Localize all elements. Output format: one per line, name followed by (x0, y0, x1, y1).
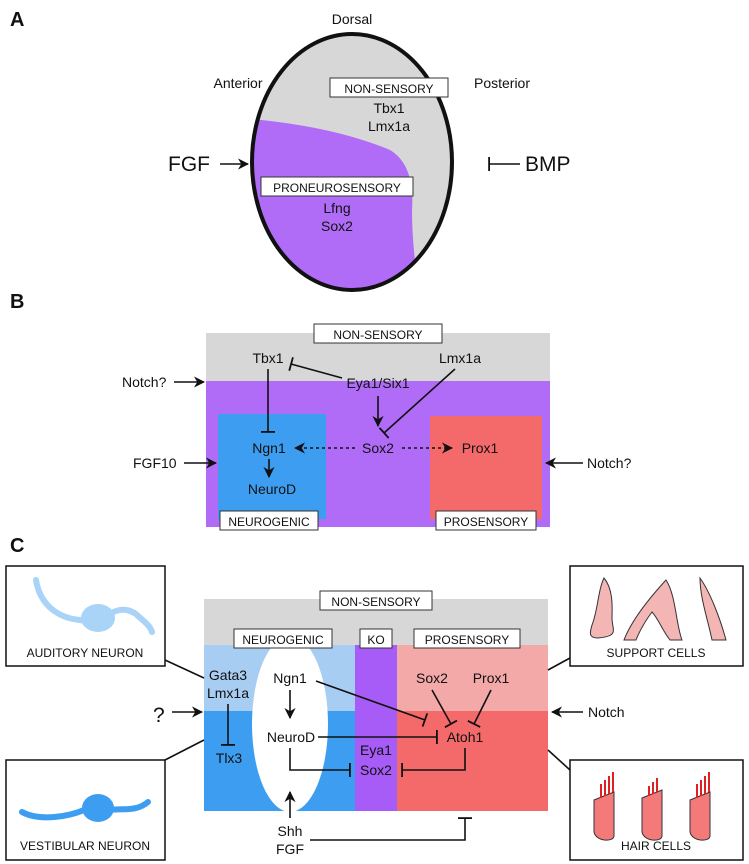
auditory-neuron-box: AUDITORY NEURON (5, 565, 166, 667)
ko-region (355, 645, 397, 811)
neurod-label-c: NeuroD (267, 729, 315, 745)
sox2-label-pro: Sox2 (416, 670, 448, 686)
neurod-inhibits-sox2 (289, 748, 351, 777)
ngn1-label-b: Ngn1 (252, 440, 286, 456)
otocyst-outline (250, 32, 454, 292)
support-cells-box: SUPPORT CELLS (569, 565, 744, 667)
notch-left-label: Notch? (122, 374, 167, 390)
fgf-label-c: FGF (276, 841, 304, 857)
support-cells-label: SUPPORT CELLS (607, 646, 706, 660)
nonsensory-box-c (319, 590, 433, 611)
posterior-label: Posterior (474, 75, 530, 91)
hair-cell-3 (689, 791, 711, 841)
vestibular-neuron-soma (82, 794, 114, 822)
nonsensory-box-a (329, 77, 449, 98)
atoh1-inhibits-sox2 (401, 748, 466, 777)
panel-c-letter: C (10, 535, 24, 557)
hair-cell-2 (641, 789, 663, 841)
tbx1-label-a: Tbx1 (373, 100, 404, 116)
prosensory-dark-region (397, 711, 548, 811)
auditory-neuron-label: AUDITORY NEURON (27, 646, 144, 660)
nonsensory-label-a: NON-SENSORY (344, 82, 433, 96)
lmx1a-inhibits-sox2 (378, 368, 456, 439)
hair-cells-label: HAIR CELLS (621, 839, 691, 853)
prosensory-label-c: PROSENSORY (425, 633, 509, 647)
question-label: ? (153, 704, 165, 727)
prosensory-light-region (397, 645, 548, 711)
panel-b-letter: B (10, 291, 24, 313)
prosensory-region-b (430, 416, 542, 519)
auditory-neuron-soma (81, 604, 115, 632)
prosensory-label-b: PROSENSORY (444, 515, 528, 529)
neurogenic-ellipse (252, 636, 328, 812)
eya1-inhibits-tbx1 (288, 357, 343, 379)
nonsensory-label-b: NON-SENSORY (333, 328, 422, 342)
connector-hair (547, 749, 571, 771)
panel-a-letter: A (10, 9, 24, 31)
sox2-label-ko: Sox2 (360, 762, 392, 778)
prox1-label-c: Prox1 (473, 670, 510, 686)
proneurosensory-region (252, 118, 420, 290)
ngn1-label-c: Ngn1 (273, 670, 307, 686)
lfng-label: Lfng (323, 200, 350, 216)
nonsensory-label-c: NON-SENSORY (331, 595, 420, 609)
panel-c: C NON-SENSORY NEUROGENIC KO PROSENSORY G… (5, 535, 744, 861)
neurod-label-b: NeuroD (248, 481, 296, 497)
atoh1-label: Atoh1 (447, 729, 484, 745)
neurogenic-box-b (219, 510, 319, 531)
fgf-label-a: FGF (168, 153, 210, 176)
eya1-six1-label: Eya1/Six1 (346, 375, 409, 391)
proneurosensory-box (260, 176, 414, 197)
ko-box (359, 628, 393, 649)
panel-b: B NON-SENSORY Tbx1 Eya1/Six1 Lmx1a Ngn1 … (10, 291, 632, 531)
ngn1-inhibits-atoh1 (315, 680, 429, 727)
ko-label: KO (367, 633, 384, 647)
vestibular-neuron-box: VESTIBULAR NEURON (5, 759, 166, 861)
connector-support (547, 657, 571, 671)
lmx1a-label-a: Lmx1a (368, 118, 410, 134)
hair-cell-1 (593, 791, 615, 841)
notch-right-label: Notch? (587, 455, 632, 471)
prosensory-box-c (413, 628, 521, 649)
neurogenic-region-b (218, 414, 326, 519)
tlx3-label: Tlx3 (216, 750, 243, 766)
sox2-label-a: Sox2 (321, 218, 353, 234)
connector-auditory (164, 659, 205, 679)
neurogenic-label-b: NEUROGENIC (228, 515, 310, 529)
shh-fgf-inhibits-prosensory (310, 817, 472, 841)
sox2-label-b: Sox2 (362, 440, 394, 456)
support-cell-2 (623, 579, 683, 641)
vestibular-neuron-label: VESTIBULAR NEURON (20, 839, 150, 853)
lmx1a-label-b: Lmx1a (439, 350, 481, 366)
otocyst-regions (252, 34, 452, 290)
tbx1-label-b: Tbx1 (252, 350, 283, 366)
prox1-label-b: Prox1 (462, 440, 499, 456)
prox1-inhibits-atoh1 (467, 689, 492, 728)
support-cell-3 (699, 576, 727, 641)
eya1-label-c: Eya1 (360, 742, 392, 758)
gata3-label: Gata3 (209, 667, 247, 683)
nonsensory-box-b (313, 323, 443, 344)
neurogenic-box-c (233, 628, 333, 649)
proneurosensory-label: PRONEUROSENSORY (273, 181, 401, 195)
sox2-inhibits-atoh1 (431, 689, 458, 729)
anterior-label: Anterior (213, 75, 262, 91)
dorsal-label: Dorsal (332, 11, 372, 27)
lmx1a-label-c: Lmx1a (207, 685, 249, 701)
fgf10-label: FGF10 (133, 455, 177, 471)
connector-vestibular (164, 739, 205, 761)
hair-cells-box: HAIR CELLS (569, 759, 744, 861)
panel-a: A Dorsal Anterior Posterior NON-SENSORY … (10, 9, 571, 292)
support-cell-1 (589, 577, 614, 639)
neurogenic-label-c: NEUROGENIC (242, 633, 324, 647)
bmp-label-a: BMP (525, 153, 571, 176)
stereocilia (600, 772, 710, 798)
prosensory-box-b (435, 510, 537, 531)
shh-label: Shh (278, 823, 303, 839)
notch-label-c: Notch (588, 704, 625, 720)
